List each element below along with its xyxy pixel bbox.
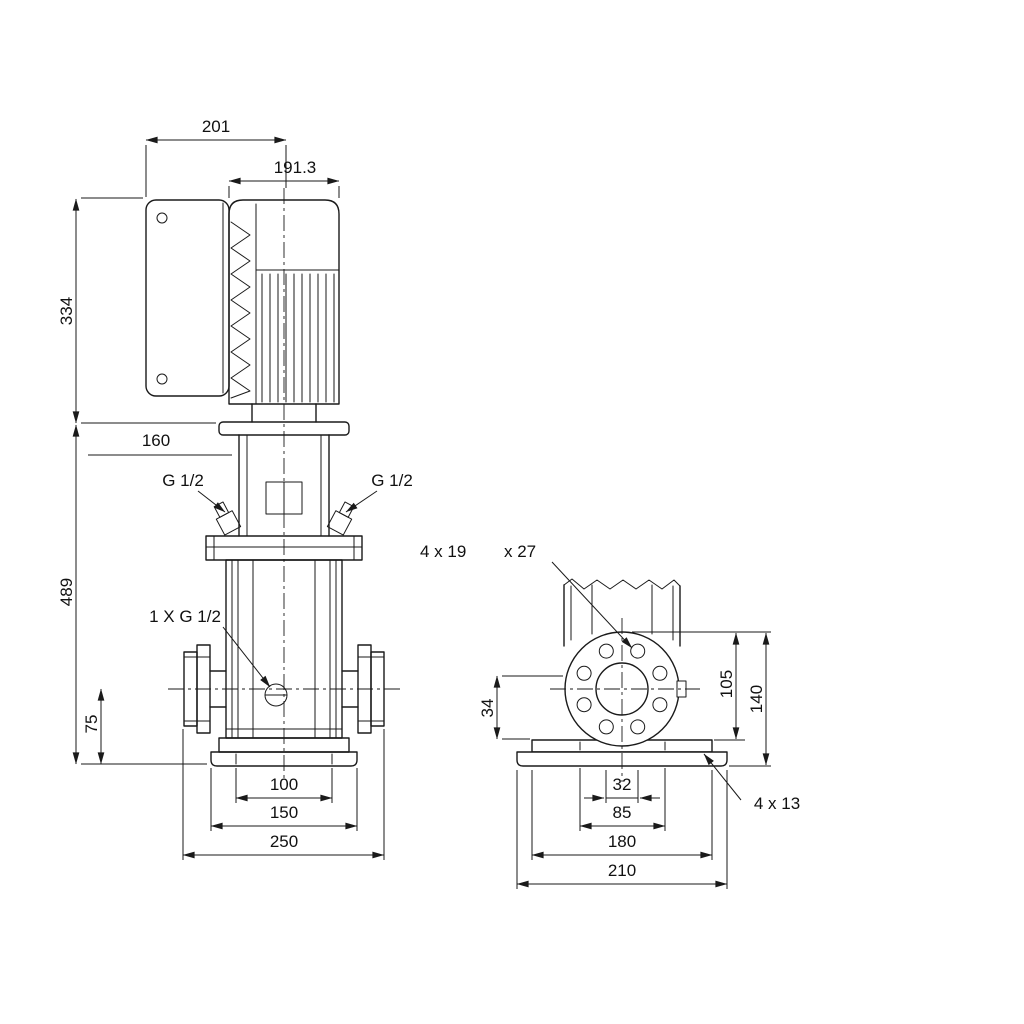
flange-bolt-holes bbox=[576, 643, 668, 735]
gauge-port-left bbox=[213, 501, 242, 536]
label-drain-port: 1 X G 1/2 bbox=[149, 607, 221, 626]
dim-150: 150 bbox=[270, 803, 298, 822]
end-view bbox=[516, 578, 728, 767]
drain-plug bbox=[264, 683, 288, 707]
dim-201: 201 bbox=[202, 117, 230, 136]
dim-34: 34 bbox=[478, 699, 497, 718]
side-view bbox=[145, 199, 385, 767]
label-port-left: G 1/2 bbox=[162, 471, 204, 490]
dim-180: 180 bbox=[608, 832, 636, 851]
motor bbox=[228, 199, 340, 423]
gauge-port-right bbox=[326, 501, 355, 536]
lantern bbox=[238, 434, 330, 537]
end-view-dimensions: 4 x 19 x 27 34 105 140 32 85 1 bbox=[420, 542, 800, 889]
label-port-right: G 1/2 bbox=[371, 471, 413, 490]
dim-75: 75 bbox=[82, 715, 101, 734]
break-line bbox=[563, 578, 681, 590]
dim-191-3: 191.3 bbox=[274, 158, 317, 177]
motor-cooling-fins bbox=[261, 273, 335, 403]
dim-140: 140 bbox=[747, 685, 766, 713]
dim-250: 250 bbox=[270, 832, 298, 851]
control-box-screw bbox=[156, 373, 168, 385]
motor-control-box bbox=[145, 199, 230, 397]
control-box-screw bbox=[156, 212, 168, 224]
dim-334: 334 bbox=[57, 297, 76, 325]
motor-terminal-fins bbox=[230, 221, 251, 399]
flange-face bbox=[564, 631, 687, 747]
dim-210: 210 bbox=[608, 861, 636, 880]
pump-body-end bbox=[563, 578, 681, 647]
dim-489: 489 bbox=[57, 578, 76, 606]
dim-160: 160 bbox=[142, 431, 170, 450]
label-flange-holes-count: 4 x 19 bbox=[420, 542, 466, 561]
dim-100: 100 bbox=[270, 775, 298, 794]
label-base-holes: 4 x 13 bbox=[754, 794, 800, 813]
dim-105: 105 bbox=[717, 670, 736, 698]
dim-32: 32 bbox=[613, 775, 632, 794]
dim-85: 85 bbox=[613, 803, 632, 822]
side-view-dimensions: 201 191.3 334 160 489 G 1/2 G 1/2 1 X G … bbox=[57, 117, 413, 860]
label-flange-holes-depth: x 27 bbox=[504, 542, 536, 561]
